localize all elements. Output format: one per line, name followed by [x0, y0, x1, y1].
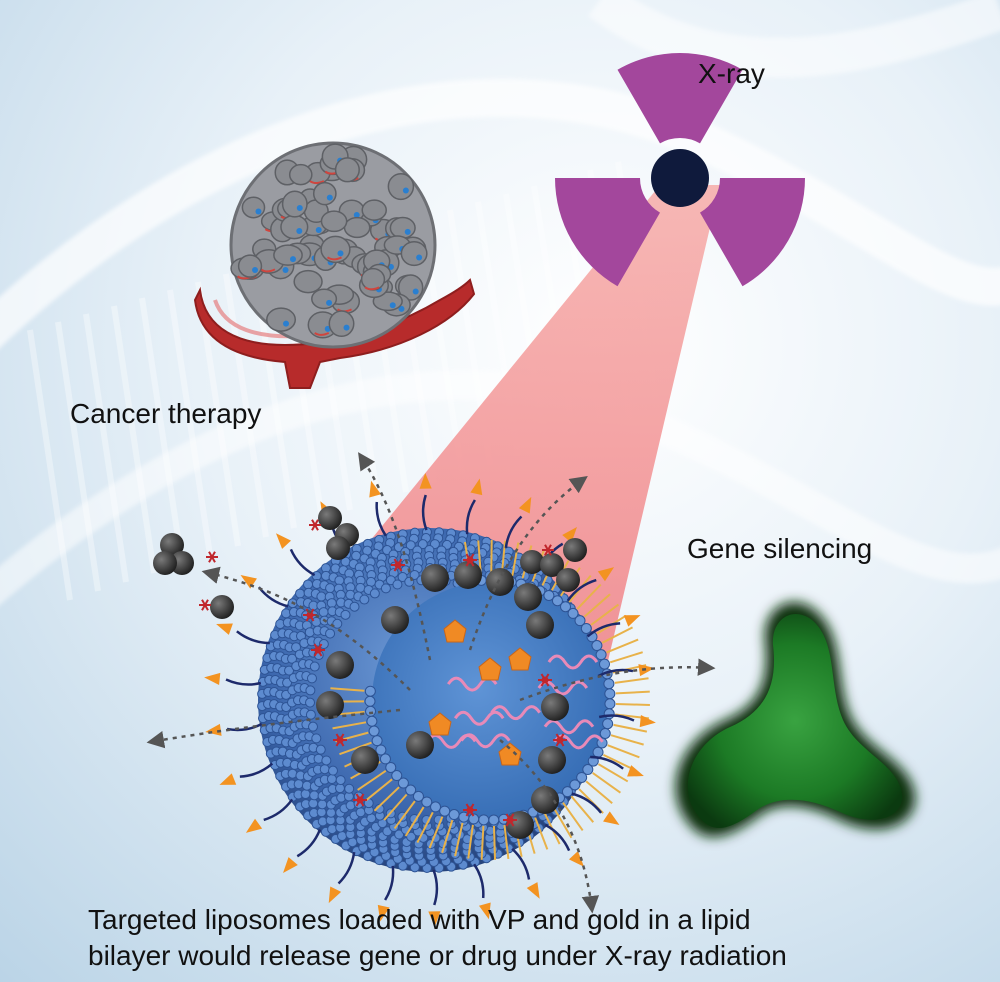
caption-line-1: Targeted liposomes loaded with VP and go…: [88, 904, 751, 935]
gene-silencing-label: Gene silencing: [687, 533, 873, 564]
radiation-icon: [555, 53, 805, 287]
vp-markers: [303, 553, 567, 827]
gold-nanoparticles: [316, 561, 569, 839]
drug-crystals: [428, 619, 532, 766]
caption-line-2: bilayer would release gene or drug under…: [88, 940, 787, 971]
release-arrows: [146, 452, 716, 914]
cell-icon: [675, 601, 916, 837]
released-particles: [153, 506, 587, 619]
liposome-icon: [257, 527, 650, 873]
caption: Targeted liposomes loaded with VP and go…: [88, 902, 948, 974]
tumor-icon: [229, 141, 437, 349]
xray-label: X-ray: [698, 58, 765, 89]
cancer-therapy-label: Cancer therapy: [70, 398, 262, 429]
